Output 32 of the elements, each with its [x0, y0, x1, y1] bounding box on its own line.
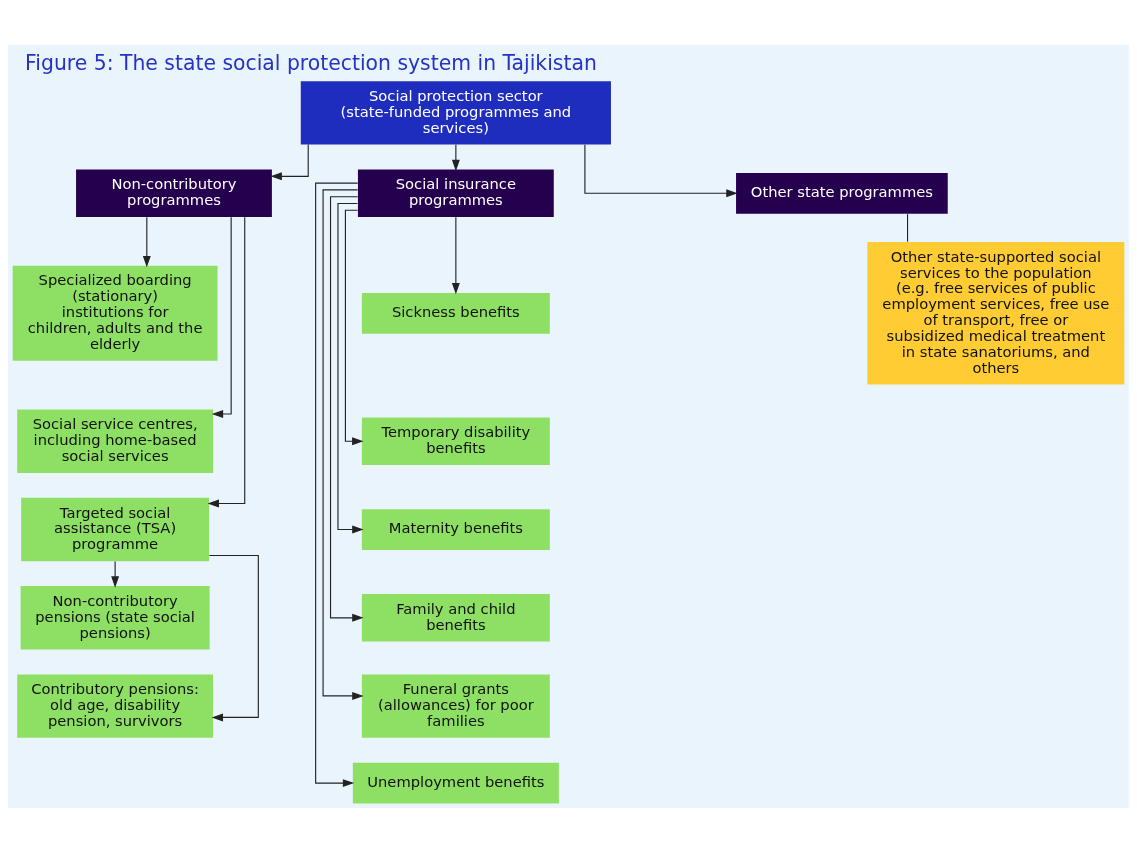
arrow	[270, 143, 309, 180]
node-box: Other state-supported social services to the population (e.g. free services of public employment services, free use of transport, free or subsidized medical treatment in state sanatoriums, and others	[867, 241, 1125, 385]
node-box: Targeted social assistance (TSA) programme	[21, 497, 210, 561]
node-box: Social protection sector (state-funded programmes and services)	[300, 80, 611, 145]
arrow	[451, 143, 460, 171]
arrow	[584, 143, 738, 197]
arrow	[142, 216, 151, 267]
node-box: Temporary disability benefits	[361, 416, 550, 465]
node-box: Social service centres, including home-based social services	[17, 409, 214, 473]
arrow	[211, 216, 232, 418]
node-box: Sickness benefits	[361, 292, 550, 334]
node-box: Non-contributory pensions (state social pensions)	[20, 585, 210, 649]
node-box: Contributory pensions: old age, disability pension, survivors	[17, 673, 214, 738]
arrow	[451, 216, 460, 294]
diagram-title: Figure 5: The state social protection system in Tajikistan	[25, 50, 597, 75]
node-box: Funeral grants (allowances) for poor families	[361, 673, 550, 738]
node-box: Family and child benefits	[361, 593, 550, 642]
node-box: Non-contributory programmes	[76, 169, 272, 217]
arrow	[329, 195, 364, 622]
arrow	[207, 216, 246, 507]
connector	[907, 213, 909, 242]
arrow	[111, 560, 120, 588]
arrow	[344, 209, 364, 445]
node-box: Specialized boarding (stationary) institutions for children, adults and the elderly	[12, 265, 218, 361]
arrow	[337, 202, 364, 533]
node-box: Other state programmes	[736, 172, 948, 214]
node-box: Unemployment benefits	[352, 762, 559, 803]
arrow	[315, 182, 359, 787]
arrow	[322, 188, 364, 700]
arrow	[208, 554, 259, 721]
node-box: Maternity benefits	[361, 508, 550, 550]
node-box: Social insurance programmes	[357, 169, 554, 217]
